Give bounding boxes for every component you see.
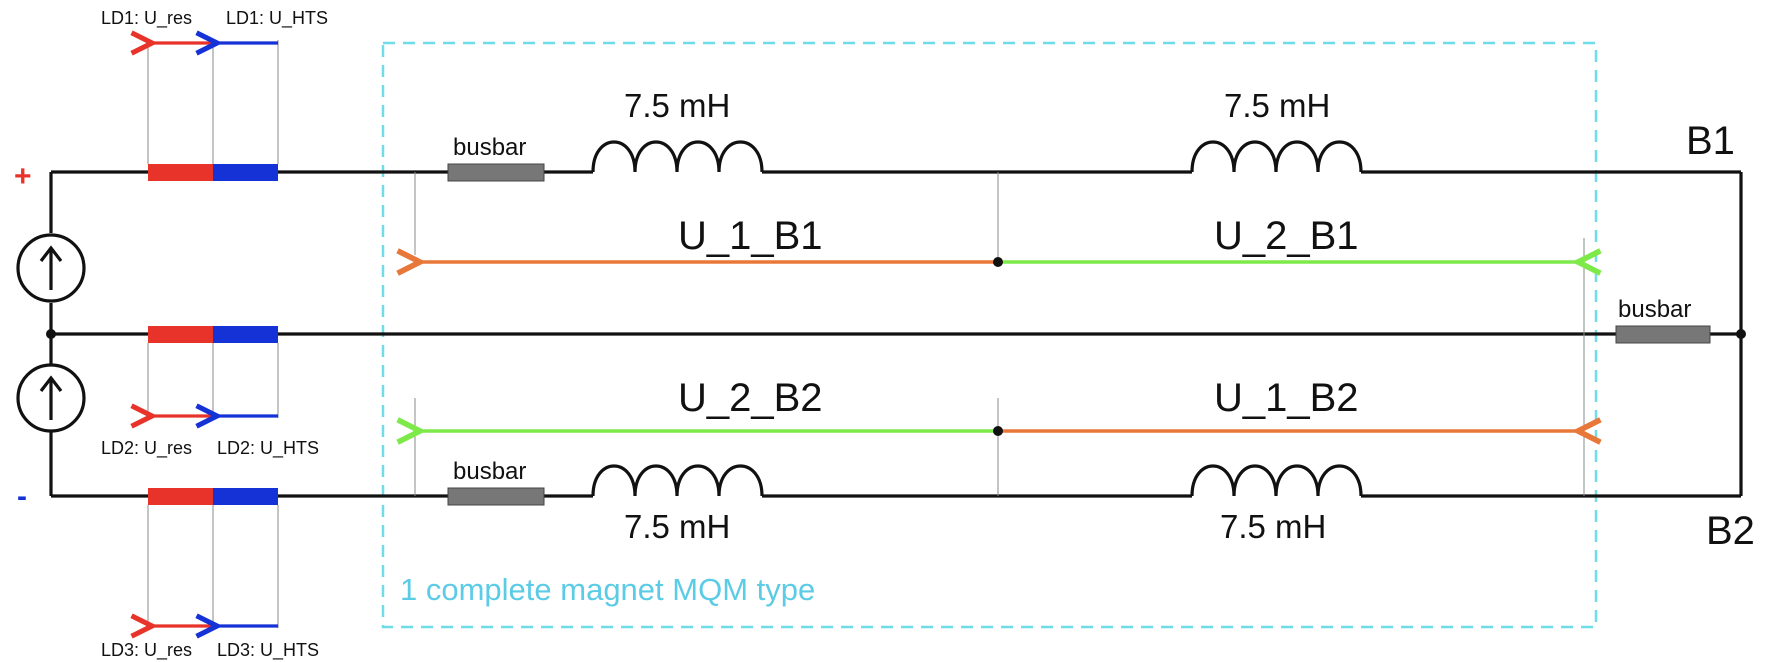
busbar-middle [1615,325,1711,344]
inductor-bottom-left-label: 7.5 mH [624,508,730,545]
inductor-top-right [1190,140,1363,173]
current-source-top [16,233,86,303]
ld2-res-label: LD2: U_res [101,438,192,459]
inductor-top-left [591,140,764,173]
voltage-tap-dot-top [993,257,1003,267]
junction-dot-left [46,329,56,339]
branch-b2-label: B2 [1706,509,1755,553]
u1b1-label: U_1_B1 [678,214,823,258]
magnet-box-label: 1 complete magnet MQM type [400,572,815,607]
inductor-bottom-right [1190,464,1363,497]
branch-b1-label: B1 [1686,119,1735,163]
u2b2-label: U_2_B2 [678,376,823,420]
lead-ld3 [148,488,278,505]
voltage-tap-lines [414,172,1585,496]
busbar-top-label: busbar [453,134,526,161]
inductor-top-right-label: 7.5 mH [1224,87,1330,124]
inductor-top-left-label: 7.5 mH [624,87,730,124]
up-arrow-icon [39,245,63,290]
inductor-bottom-right-label: 7.5 mH [1220,508,1326,545]
lead-ld1 [148,164,278,181]
minus-sign: - [17,480,27,513]
busbar-bottom [447,487,545,506]
voltage-tap-dot-bottom [993,426,1003,436]
busbar-bottom-label: busbar [453,458,526,485]
busbar-middle-label: busbar [1618,296,1691,323]
junction-dot-right [1736,329,1746,339]
ld1-res-label: LD1: U_res [101,8,192,29]
busbar-top [447,163,545,182]
up-arrow-icon [39,375,63,420]
ld2-hts-label: LD2: U_HTS [217,438,319,459]
u1b2-label: U_1_B2 [1214,376,1359,420]
ld3-res-label: LD3: U_res [101,640,192,661]
u2b1-label: U_2_B1 [1214,214,1359,258]
plus-sign: + [14,160,32,193]
ld3-hts-label: LD3: U_HTS [217,640,319,661]
inductor-bottom-left [591,464,764,497]
lead-ld2 [148,326,278,343]
current-source-bottom [16,363,86,433]
ld1-hts-label: LD1: U_HTS [226,8,328,29]
